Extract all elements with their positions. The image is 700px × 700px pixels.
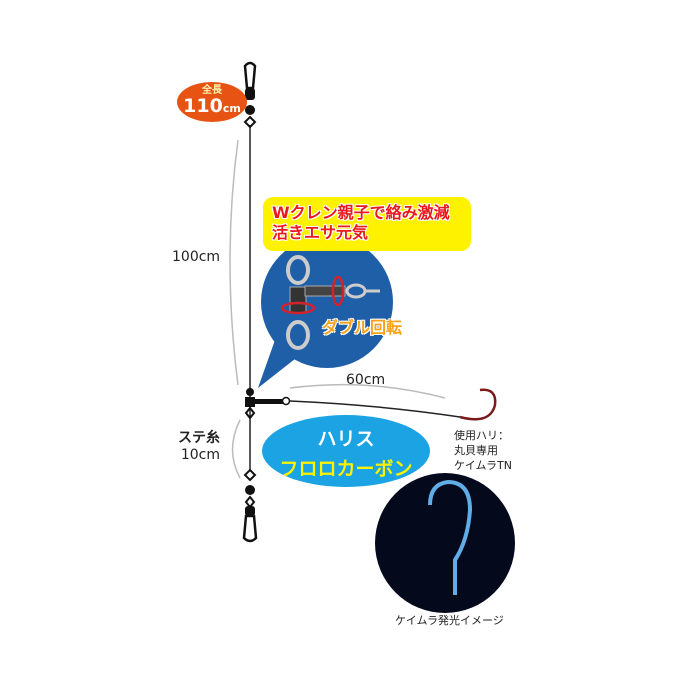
stem-label: ステ糸 10cm [178, 430, 220, 463]
branch-dimension-arc [289, 383, 446, 399]
leader-line [289, 400, 461, 418]
swivel-bubble [258, 236, 393, 388]
double-rotation-label: ダブル回転 [322, 318, 403, 337]
branch-length: 60cm [346, 372, 386, 388]
leader-material-badge: ハリス フロロカーボン [262, 415, 430, 487]
callout-text: Wクレン親子で絡み激減 活きエサ元気 [272, 203, 450, 242]
hook-icon [459, 388, 497, 421]
triple-swivel-icon [280, 255, 380, 350]
center-swivel-icon [244, 388, 291, 420]
glow-caption: ケイムラ発光イメージ [395, 614, 504, 627]
stem-dimension-arc [231, 419, 241, 479]
bottom-snap-swivel-icon [242, 468, 258, 543]
main-line-dimension-arc [229, 139, 239, 386]
main-line-length: 100cm [172, 249, 221, 265]
glow-image [375, 473, 515, 613]
total-length-badge: 全長 110cm [177, 82, 247, 122]
hook-info: 使用ハリ： 丸貝専用 ケイムラTN [454, 429, 512, 472]
callout-box [263, 197, 471, 251]
top-snap-swivel-icon [243, 61, 257, 129]
